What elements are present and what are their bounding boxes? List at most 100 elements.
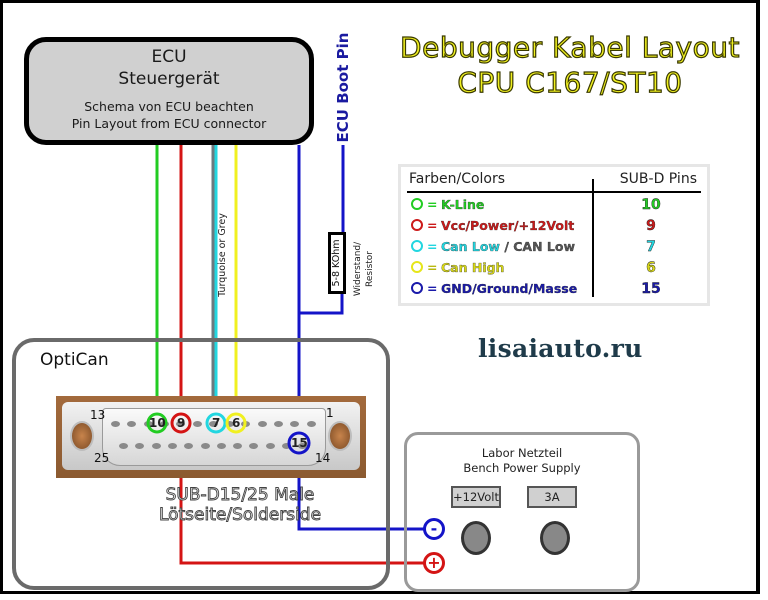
connector-pin xyxy=(208,421,218,427)
legend-label-extra: / CAN Low xyxy=(499,239,575,254)
pin-tag-6: 6 xyxy=(232,416,241,430)
power-supply-title: Labor Netzteil Bench Power Supply xyxy=(404,446,640,476)
connector-pin xyxy=(151,443,161,449)
ecu-note-line1: Schema von ECU beachten xyxy=(84,99,254,114)
pin-ring-6 xyxy=(225,412,247,434)
legend-pin: 7 xyxy=(646,239,656,255)
connector-pin xyxy=(200,443,210,449)
mount-hole-right xyxy=(328,421,352,451)
ecu-title: ECU xyxy=(151,47,187,67)
legend-row-vcc: = Vcc/Power/+12Volt 9 xyxy=(411,216,701,236)
legend-divider xyxy=(592,179,594,297)
connector-pin xyxy=(265,443,275,449)
title-line1: Debugger Kabel Layout xyxy=(399,30,740,64)
voltage-knob[interactable] xyxy=(461,521,491,555)
minus-terminal: - xyxy=(423,518,445,540)
legend-label: GND/Ground/Masse xyxy=(441,281,578,296)
legend-row-ground: = GND/Ground/Masse 15 xyxy=(411,279,701,299)
connector-pin xyxy=(290,421,300,427)
legend-header: Farben/Colors SUB-D Pins xyxy=(407,169,701,193)
pin-ring-15 xyxy=(287,431,311,455)
connector-pin xyxy=(119,443,128,449)
yellow-circle-icon xyxy=(411,261,423,273)
title-line2: CPU C167/ST10 xyxy=(457,65,683,99)
red-circle-icon xyxy=(411,219,423,231)
legend-label-main: Can Low xyxy=(441,239,500,254)
pin-tag-15: 15 xyxy=(291,436,308,450)
connector-pin xyxy=(274,421,283,427)
legend-pin: 9 xyxy=(646,218,656,234)
ecu-subtitle: Steuergerät xyxy=(118,69,220,89)
legend-header-colors: Farben/Colors xyxy=(409,171,506,187)
legend-row-can-high: = Can High 6 xyxy=(411,258,701,278)
connector-pin xyxy=(184,443,194,449)
connector-pin xyxy=(233,443,243,449)
pin-number-14: 14 xyxy=(315,451,331,465)
pin-tag-7: 7 xyxy=(212,416,221,430)
pin-tag-9: 9 xyxy=(177,416,186,430)
legend-pin: 6 xyxy=(646,260,656,276)
current-display: 3A xyxy=(527,486,577,508)
connector-face xyxy=(102,408,326,466)
pin-tag-10: 10 xyxy=(149,416,166,430)
psu-title-line2: Bench Power Supply xyxy=(463,461,581,475)
connector-pin xyxy=(306,421,316,427)
legend-equals: = xyxy=(427,218,438,233)
page-title: Debugger Kabel Layout CPU C167/ST10 xyxy=(384,30,756,100)
pin-ring-10 xyxy=(146,412,168,434)
connector-pin xyxy=(127,421,137,427)
legend-pin: 10 xyxy=(641,197,661,213)
legend-label: Can Low / CAN Low xyxy=(441,237,575,257)
legend-equals: = xyxy=(427,239,438,254)
legend-equals: = xyxy=(427,197,438,212)
connector-shell xyxy=(62,402,360,470)
legend-equals: = xyxy=(427,260,438,275)
connector-pin xyxy=(282,443,291,449)
ecu-note-line2: Pin Layout from ECU connector xyxy=(71,116,267,131)
connector-pin xyxy=(249,443,259,449)
connector-pin xyxy=(225,421,235,427)
connector-pin xyxy=(298,443,308,449)
current-knob[interactable] xyxy=(540,521,570,555)
wire-boot-pin-resistor-out xyxy=(299,294,344,315)
connector-pin xyxy=(176,421,186,427)
optican-label: OptiCan xyxy=(40,350,109,370)
blue-circle-icon xyxy=(411,282,423,294)
connector-pin xyxy=(135,443,145,449)
connector-pin xyxy=(159,421,169,427)
legend-pin: 15 xyxy=(641,281,661,297)
connector-pin xyxy=(167,443,177,449)
wire-vcc xyxy=(179,145,432,565)
ecu-box: ECU Steuergerät Schema von ECU beachten … xyxy=(24,37,314,145)
connector-pin xyxy=(216,443,226,449)
legend-label: Can High xyxy=(441,260,505,275)
legend-label: K-Line xyxy=(441,197,485,212)
connector-caption: SUB-D15/25 Male Lötseite/Solderside xyxy=(120,485,360,526)
pin-number-13: 13 xyxy=(90,408,106,422)
subd-connector xyxy=(56,396,366,478)
color-legend: Farben/Colors SUB-D Pins = K-Line 10 = V… xyxy=(398,164,710,306)
pin-number-1: 1 xyxy=(326,406,334,420)
pin-ring-9 xyxy=(170,412,192,434)
legend-equals: = xyxy=(427,281,438,296)
power-supply-box xyxy=(404,432,640,592)
turquoise-circle-icon xyxy=(411,240,423,252)
legend-row-can-low: = Can Low / CAN Low 7 xyxy=(411,237,701,257)
psu-title-line1: Labor Netzteil xyxy=(481,446,563,460)
green-circle-icon xyxy=(411,198,423,210)
watermark: lisaiauto.ru xyxy=(478,334,643,363)
connector-pin xyxy=(257,421,267,427)
mount-hole-left xyxy=(70,421,94,451)
optican-box xyxy=(12,338,390,590)
plus-terminal: + xyxy=(423,552,445,574)
legend-label: Vcc/Power/+12Volt xyxy=(441,218,575,233)
legend-row-k-line: = K-Line 10 xyxy=(411,195,701,215)
connector-caption-line2: Lötseite/Solderside xyxy=(158,505,322,526)
connector-pin xyxy=(111,421,120,427)
pin-ring-7 xyxy=(205,412,227,434)
connector-caption-line1: SUB-D15/25 Male xyxy=(165,485,315,506)
legend-header-pins: SUB-D Pins xyxy=(619,171,697,187)
connector-pin xyxy=(192,421,202,427)
pin-number-25: 25 xyxy=(94,451,110,465)
